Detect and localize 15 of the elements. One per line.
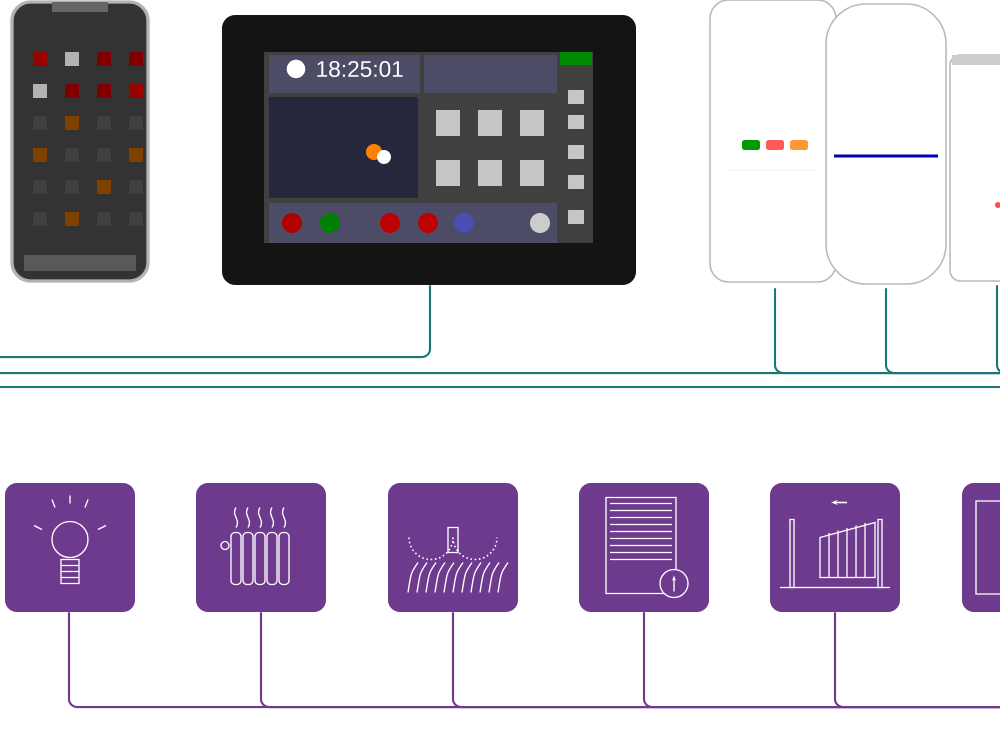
motion-detector-drawing bbox=[709, 0, 837, 283]
motion-detector-drawing bbox=[825, 3, 947, 285]
door-icon-box bbox=[962, 483, 1000, 612]
gate-icon-box bbox=[770, 483, 900, 612]
connector-line bbox=[884, 288, 1000, 374]
blind-icon-box bbox=[579, 483, 709, 612]
radiator-icon-box bbox=[196, 483, 326, 612]
connector-line bbox=[834, 612, 1000, 708]
clock-text: 18:25:01 bbox=[317, 60, 403, 78]
smartphone-drawing bbox=[10, 0, 150, 283]
connector-line bbox=[996, 285, 1000, 374]
sprinkler-icon-box bbox=[388, 483, 518, 612]
siren-drawing bbox=[949, 54, 1000, 282]
connector-line bbox=[0, 285, 432, 358]
bulb-icon-box bbox=[5, 483, 135, 612]
